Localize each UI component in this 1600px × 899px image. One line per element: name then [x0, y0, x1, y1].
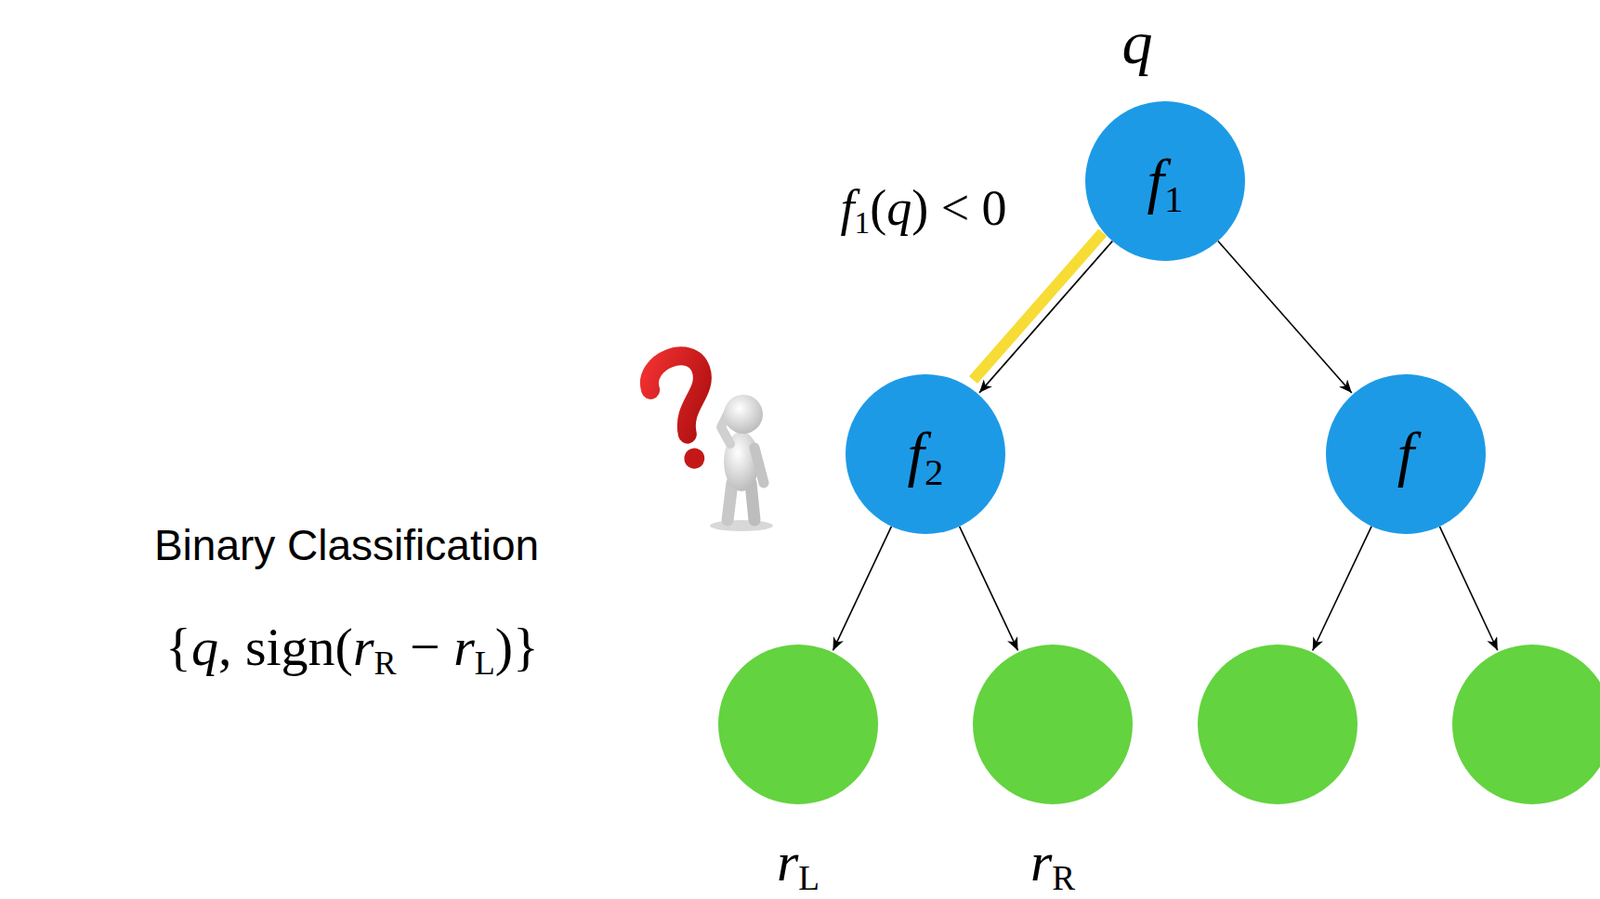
math-text: 0	[982, 180, 1008, 237]
leaf-value: rR	[1030, 834, 1076, 891]
math-subscript: R	[1051, 859, 1076, 898]
split-function: f1	[1147, 150, 1184, 212]
math-text: sign	[245, 616, 336, 678]
math-symbol: q	[886, 180, 912, 237]
confused-person-icon	[709, 394, 774, 532]
leaf-node: rR	[972, 644, 1133, 805]
leaf-node: rL	[718, 644, 879, 805]
math-text: )	[911, 180, 929, 237]
math-subscript: L	[474, 644, 496, 682]
split-node: f1	[1085, 101, 1246, 262]
math-subscript: 1	[853, 206, 870, 241]
math-text: (	[335, 616, 354, 678]
math-text: {	[165, 616, 192, 678]
edge-condition: f1(q) < 0	[839, 181, 1007, 237]
math-text: ,	[218, 616, 233, 678]
split-node: f	[1325, 374, 1486, 535]
math-subscript: 2	[924, 451, 944, 494]
split-node: f2	[845, 374, 1006, 535]
math-symbol: r	[453, 616, 475, 678]
math-text	[395, 616, 410, 678]
math-symbol: f	[839, 180, 854, 237]
tree-edge	[832, 526, 892, 652]
tree-edge	[1439, 526, 1497, 651]
tree-edge	[959, 526, 1019, 652]
formula: {q, sign(rR − rL)}	[165, 617, 539, 678]
math-subscript: R	[374, 644, 397, 682]
leaf-value: rL	[776, 834, 820, 891]
math-text: (	[869, 180, 887, 237]
math-text	[928, 180, 942, 237]
math-symbol: f	[1397, 419, 1415, 488]
tree-edge	[1218, 241, 1352, 394]
math-text	[440, 616, 455, 678]
math-symbol: f	[907, 419, 925, 488]
math-symbol: r	[353, 616, 375, 678]
math-text	[231, 616, 246, 678]
tree-edge	[1312, 526, 1372, 652]
math-text: <	[941, 180, 970, 237]
math-text: )	[495, 616, 513, 678]
math-subscript: L	[798, 859, 820, 898]
math-text: −	[409, 616, 441, 678]
math-text: }	[512, 616, 539, 678]
split-function: f2	[907, 423, 945, 486]
math-text	[969, 180, 983, 237]
math-symbol: f	[1147, 146, 1165, 215]
input-label: q	[1122, 9, 1154, 78]
math-symbol: r	[1030, 831, 1052, 893]
highlight-path	[972, 232, 1102, 381]
leaf-node	[1197, 644, 1358, 805]
math-symbol: q	[191, 616, 219, 678]
tree-edge	[979, 241, 1113, 394]
question-mark-icon	[643, 351, 724, 475]
math-symbol: q	[1122, 8, 1154, 77]
leaf-node	[1452, 644, 1600, 805]
section-heading: Binary Classification	[154, 522, 539, 570]
math-symbol: r	[776, 831, 799, 893]
math-subscript: 1	[1164, 178, 1183, 221]
split-function: f	[1397, 423, 1415, 486]
